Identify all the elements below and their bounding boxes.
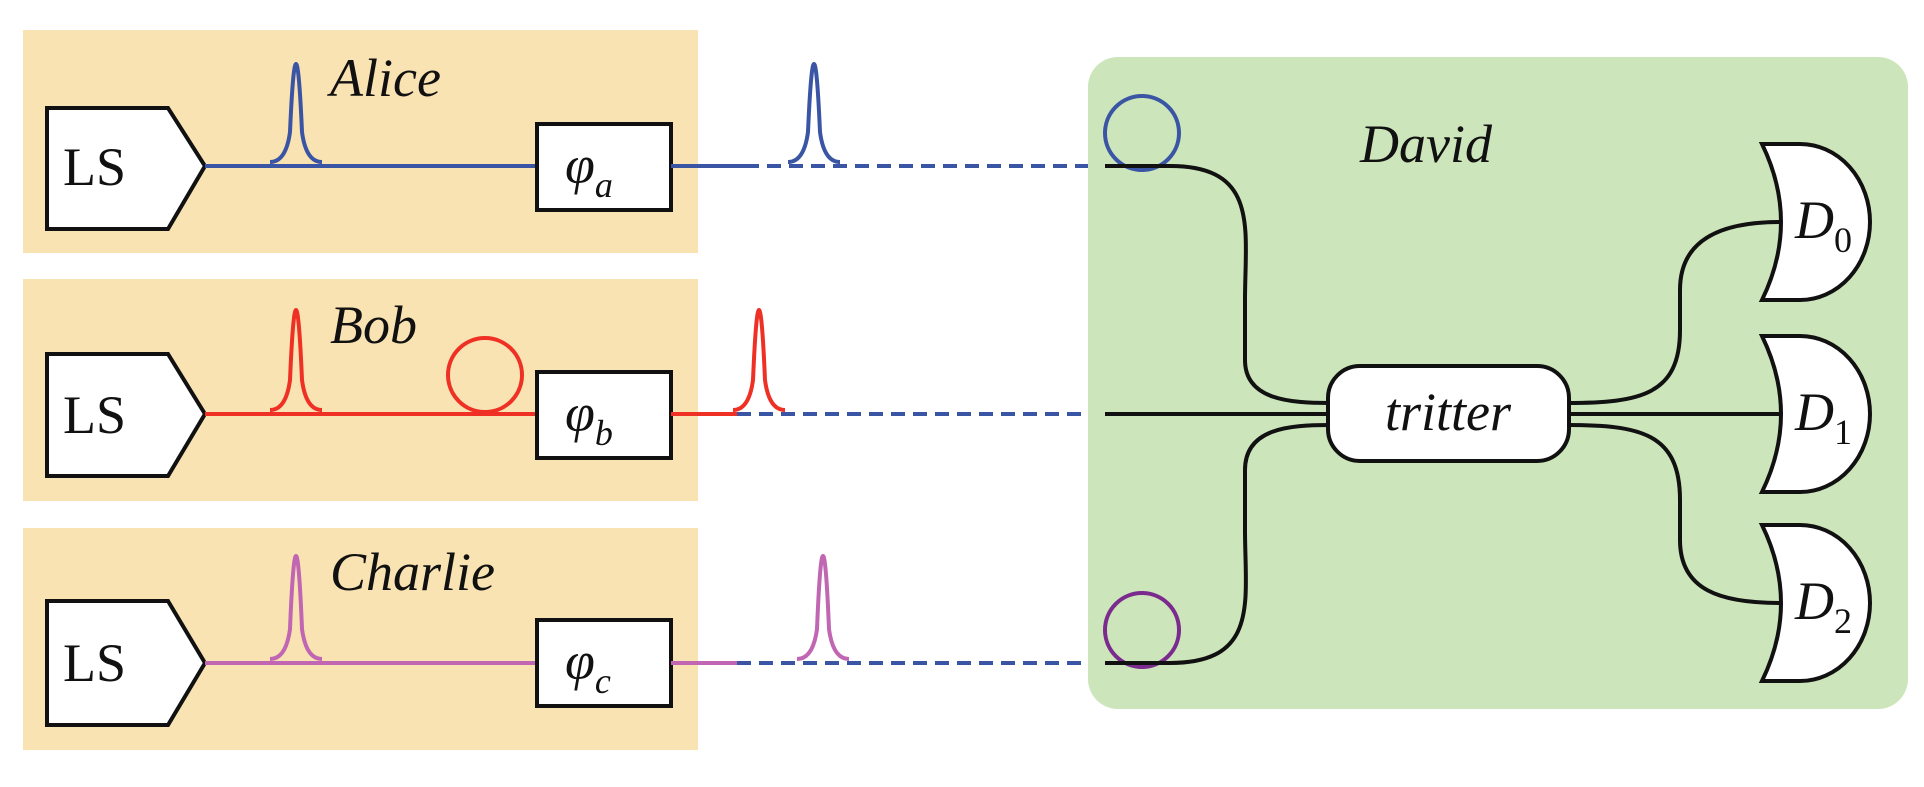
david-station: David tritter D0 D1 D2	[1088, 57, 1908, 709]
alice-laser-source	[45, 106, 208, 231]
fiber-in-bottom	[1105, 423, 1331, 665]
bob-source-label: LS	[63, 385, 126, 445]
david-input-loop-top	[1103, 94, 1181, 172]
tritter-box	[1326, 364, 1571, 463]
alice-pulse-1	[269, 61, 323, 164]
bob-delay-loop	[446, 336, 524, 414]
alice-pulse-2	[787, 61, 841, 164]
charlie-source-label: LS	[63, 633, 126, 693]
charlie-label: Charlie	[330, 542, 495, 602]
detector-d1-label: D1	[1794, 382, 1852, 452]
bob-laser-source	[45, 352, 208, 478]
alice-source-label: LS	[63, 137, 126, 197]
detector-d0-label: D0	[1794, 190, 1852, 260]
fiber-out-top	[1566, 220, 1781, 405]
charlie-phase-modulator	[535, 618, 673, 708]
detector-d2-label: D2	[1794, 571, 1852, 641]
charlie-laser-source	[45, 599, 208, 727]
bob-pulse-1	[269, 307, 323, 412]
bob-label: Bob	[330, 295, 417, 355]
alice-phase-label: φa	[565, 135, 613, 205]
detector-d0	[1758, 142, 1872, 302]
bob-pulse-2	[732, 307, 786, 412]
david-label: David	[1359, 114, 1493, 174]
david-input-loop-bottom	[1103, 591, 1181, 669]
charlie-pulse-2	[796, 553, 850, 661]
detector-d2	[1758, 523, 1872, 683]
quantum-channels	[737, 61, 1105, 665]
tritter-label: tritter	[1385, 382, 1512, 442]
fiber-in-top	[1105, 164, 1331, 405]
charlie-station: Charlie LS φc	[23, 528, 737, 750]
charlie-phase-label: φc	[565, 631, 611, 701]
bob-phase-label: φb	[565, 383, 613, 453]
alice-station: Alice LS φa	[23, 30, 745, 253]
charlie-pulse-1	[269, 553, 323, 661]
fiber-out-bottom	[1566, 423, 1781, 605]
detector-d1	[1758, 334, 1872, 494]
bob-station: Bob LS φb	[23, 279, 786, 501]
alice-label: Alice	[327, 48, 441, 108]
